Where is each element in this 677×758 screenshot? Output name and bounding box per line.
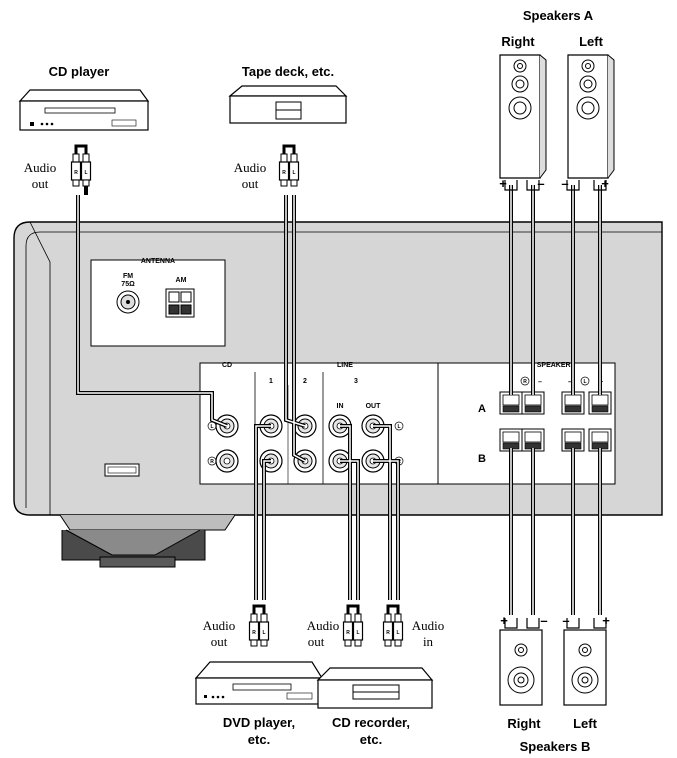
speaker-terminal[interactable] <box>561 428 585 452</box>
cd-recorder-label-line2: etc. <box>360 732 382 747</box>
speaker-terminal[interactable] <box>588 428 612 452</box>
line-input-label: LINE <box>337 362 353 369</box>
terminal-minus-label: – <box>568 379 572 386</box>
left-channel-marker-text: L <box>397 424 400 430</box>
speaker-a-right: + – <box>499 54 547 191</box>
speakers-b-left-label: Left <box>573 716 598 731</box>
dvd-player-label-line2: etc. <box>248 732 270 747</box>
cd-input-label: CD <box>222 362 232 369</box>
speaker-b-left: – + <box>562 613 610 706</box>
speakers-panel-label: SPEAKERS <box>537 362 576 369</box>
plug-channel-letter: L <box>292 170 295 176</box>
line-1-label: 1 <box>269 378 273 385</box>
power-inlet <box>104 463 140 477</box>
speaker-cables <box>504 180 607 615</box>
dvd-player-device: DVD player, etc. <box>194 661 324 747</box>
speaker-terminal[interactable] <box>499 428 523 452</box>
cd-player-device: CD player <box>18 64 150 131</box>
left-channel-marker <box>394 421 404 431</box>
speaker-plus-label: + <box>499 176 507 191</box>
terminal-minus-label: – <box>538 379 542 386</box>
plug-channel-letter: R <box>252 630 256 636</box>
tape-deck-audio-label: Audio <box>234 160 267 175</box>
line-3-out-label: OUT <box>366 403 382 410</box>
dvd-player-label-line1: DVD player, <box>223 715 295 730</box>
speaker-a-left: – + <box>561 54 615 191</box>
cd-recorder-out-label: out <box>308 634 325 649</box>
dvd-player-audio-label: Audio <box>203 618 236 633</box>
speakers-a-left-label: Left <box>579 34 604 49</box>
plug-channel-letter: R <box>386 630 390 636</box>
plug-channel-letter: R <box>282 170 286 176</box>
line-3-in-label: IN <box>337 403 344 410</box>
am-label: AM <box>176 277 187 284</box>
plug-channel-letter: R <box>346 630 350 636</box>
dvd-player-out-label: out <box>211 634 228 649</box>
tape-deck-device: Tape deck, etc. <box>228 64 348 124</box>
speaker-minus-label: – <box>561 176 568 191</box>
antenna-label: ANTENNA <box>141 258 175 265</box>
speakers-b-title: Speakers B <box>520 739 591 754</box>
cd-recorder-audio-in-label: Audio <box>412 618 445 633</box>
cd-player-audio-label: Audio <box>24 160 57 175</box>
left-channel-marker-text: L <box>583 379 586 385</box>
speaker-terminal[interactable] <box>499 391 523 415</box>
speaker-plus-label: + <box>500 613 508 628</box>
cd-recorder-device: CD recorder, etc. <box>316 667 434 747</box>
speaker-terminal[interactable] <box>561 391 585 415</box>
speakers-row-b-label: B <box>478 453 486 465</box>
speaker-b-right: + – <box>499 613 548 706</box>
speakers-a-title: Speakers A <box>523 8 594 23</box>
speaker-terminals-section: SPEAKERS A B + R – – L + <box>437 362 616 485</box>
speaker-minus-label: – <box>540 613 547 628</box>
right-channel-marker <box>520 376 530 386</box>
speakers-a-right-label: Right <box>501 34 535 49</box>
antenna-section: ANTENNA FM 75Ω AM <box>90 258 226 347</box>
speakers-a: Speakers A Right Left + – – + <box>499 8 615 191</box>
speakers-b: + – – + Right Left Speakers B <box>499 613 610 754</box>
cd-recorder-audio-out-label: Audio <box>307 618 340 633</box>
plug-channel-letter: L <box>84 170 87 176</box>
right-channel-marker-text: R <box>210 459 214 465</box>
rca-jack-right[interactable] <box>215 449 239 473</box>
right-channel-marker-text: R <box>523 379 527 385</box>
fm-label: FM <box>123 273 133 280</box>
cd-player-out-label: out <box>32 176 49 191</box>
rca-cables <box>76 180 400 600</box>
fm-ohm-label: 75Ω <box>121 281 135 288</box>
speaker-terminal[interactable] <box>521 391 545 415</box>
speaker-plus-label: + <box>602 613 610 628</box>
cd-recorder-label-line1: CD recorder, <box>332 715 410 730</box>
speaker-minus-label: – <box>537 176 544 191</box>
line-2-label: 2 <box>303 378 307 385</box>
fm-antenna-jack[interactable] <box>116 290 140 314</box>
speaker-terminal[interactable] <box>588 391 612 415</box>
left-channel-marker-text: L <box>210 424 213 430</box>
plug-channel-letter: L <box>262 630 265 636</box>
left-channel-marker <box>580 376 590 386</box>
line-3-label: 3 <box>354 378 358 385</box>
cable-labels: Audio out Audio out Audio out Audio out … <box>24 160 445 649</box>
plug-channel-letter: R <box>74 170 78 176</box>
plug-channel-letter: L <box>356 630 359 636</box>
tape-deck-label: Tape deck, etc. <box>242 64 334 79</box>
plug-channel-letter: L <box>396 630 399 636</box>
speakers-row-a-label: A <box>478 403 486 415</box>
speakers-b-right-label: Right <box>507 716 541 731</box>
tape-deck-out-label: out <box>242 176 259 191</box>
amplifier-foot <box>59 514 236 568</box>
cd-player-label: CD player <box>49 64 110 79</box>
cd-recorder-in-label: in <box>423 634 434 649</box>
speaker-minus-label: – <box>562 613 569 628</box>
speaker-terminal[interactable] <box>521 428 545 452</box>
am-antenna-terminal[interactable] <box>165 288 195 318</box>
speaker-plus-label: + <box>601 176 609 191</box>
